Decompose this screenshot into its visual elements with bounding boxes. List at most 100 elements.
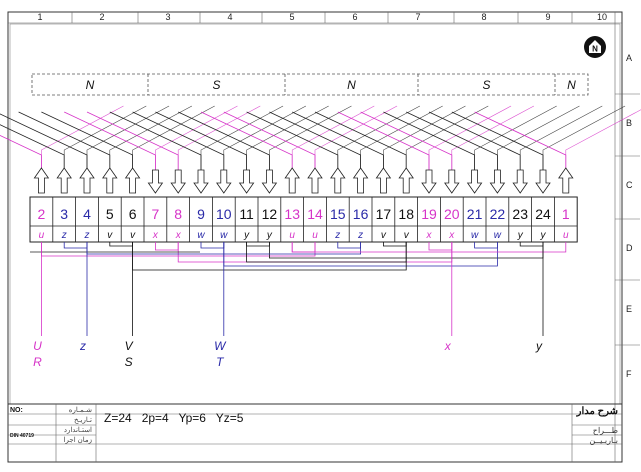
lead-sublabel: R [33, 355, 42, 369]
slot-number: 5 [106, 206, 114, 222]
arrow-up-icon [398, 167, 414, 194]
jumper-wire [291, 242, 316, 253]
arrow-down-icon [147, 169, 164, 194]
jumper-wire [246, 242, 270, 247]
arrow-down-icon [193, 169, 209, 194]
slot-tag: u [289, 230, 295, 241]
arrow-down-icon [535, 169, 551, 194]
slot-tag: y [266, 230, 273, 241]
row-label: A [626, 53, 632, 63]
column-label: 7 [415, 12, 420, 22]
pole-label: N [347, 78, 356, 92]
pole-label: N [86, 78, 95, 92]
no-label: NO: [10, 407, 23, 414]
slot-tag: u [563, 230, 569, 241]
arrow-up-icon [330, 167, 346, 194]
slot-tag: z [84, 230, 90, 241]
slot-number: 24 [535, 206, 551, 222]
row-label: E [626, 304, 632, 314]
circle-n-icon: N [584, 36, 606, 58]
pole-label: S [212, 78, 220, 92]
slot-number: 19 [421, 206, 437, 222]
slot-number: 1 [562, 206, 570, 222]
jumper-wire [109, 242, 134, 247]
slot-tag: v [130, 230, 136, 241]
slot-tag: v [107, 230, 113, 241]
row-label: D [626, 243, 633, 253]
arrow-up-icon [56, 167, 72, 194]
outer-frame [7, 11, 623, 463]
column-label: 5 [289, 12, 294, 22]
arrow-up-icon [79, 167, 95, 194]
connection-wires [30, 242, 567, 271]
winding-formula: Z=24 2p=4 Yp=6 Yz=5 [104, 411, 244, 425]
slot-number: 6 [129, 206, 137, 222]
arrow-up-icon [102, 167, 118, 194]
right-field-label: بـاربـيــن [589, 436, 618, 445]
jumper-wire [337, 242, 362, 249]
arrow-up-icon [33, 167, 50, 194]
slot-number: 2 [38, 206, 46, 222]
slot-number: 8 [174, 206, 182, 222]
arrow-down-icon [512, 169, 528, 194]
jumper-wire [63, 242, 88, 249]
lead-label: V [125, 339, 134, 353]
arrow-up-icon [352, 167, 369, 194]
arrow-up-icon [284, 167, 300, 194]
row-label: F [626, 369, 632, 379]
slot-number: 15 [330, 206, 346, 222]
column-label: 2 [99, 12, 104, 22]
arrow-down-icon [261, 169, 278, 194]
title-block: NO: DIN 40719 شـمـارهتـاريـخاستـانداردزم… [8, 403, 622, 462]
lead-label: y [535, 339, 543, 353]
current-arrows [33, 167, 574, 194]
coil-head [0, 124, 65, 172]
pole-label: S [482, 78, 490, 92]
jumper-wire [154, 242, 179, 251]
right-field-label: طـــراح [593, 426, 618, 435]
slot-tag: x [152, 230, 159, 241]
slot-number: 9 [197, 206, 205, 222]
slot-number: 4 [83, 206, 91, 222]
slot-number: 23 [512, 206, 528, 222]
arrow-up-icon [124, 167, 141, 194]
column-label: 8 [481, 12, 486, 22]
fa-field-label: استـاندارد [64, 426, 92, 434]
slot-tag: z [334, 230, 340, 241]
sheet-title: شرح مدار [576, 406, 618, 417]
slot-tag: w [494, 230, 502, 241]
jumper-wire [246, 242, 407, 263]
jumper-wire [474, 242, 498, 249]
arrow-up-icon [375, 167, 392, 194]
slot-number: 11 [239, 206, 254, 222]
slot-tag: v [404, 230, 410, 241]
slot-tag: z [357, 230, 363, 241]
coil-head [0, 135, 42, 172]
slot-number: 10 [216, 206, 232, 222]
slot-tag: u [39, 230, 45, 241]
din-label: DIN 40719 [10, 433, 34, 439]
slot-tag: y [540, 230, 547, 241]
lead-sublabel: T [216, 355, 225, 369]
slot-number: 13 [284, 206, 300, 222]
slot-number: 20 [444, 206, 460, 222]
arrow-down-icon [216, 169, 232, 194]
lead-sublabel: S [125, 355, 133, 369]
column-label: 1 [37, 12, 42, 22]
jumper-wire [382, 242, 407, 247]
lead-label: z [79, 339, 86, 353]
slot-tag: v [381, 230, 387, 241]
slot-number: 18 [398, 206, 414, 222]
slot-number: 12 [262, 206, 278, 222]
slot-number: 7 [152, 206, 160, 222]
slot-tag: w [220, 230, 228, 241]
slot-tag: w [197, 230, 205, 241]
slot-table: 2u3z4z5v6v7x8x9w10w11y12y13u14u15z16z17v… [29, 196, 578, 243]
arrow-up-icon [558, 167, 574, 194]
arrow-down-icon [421, 169, 437, 194]
